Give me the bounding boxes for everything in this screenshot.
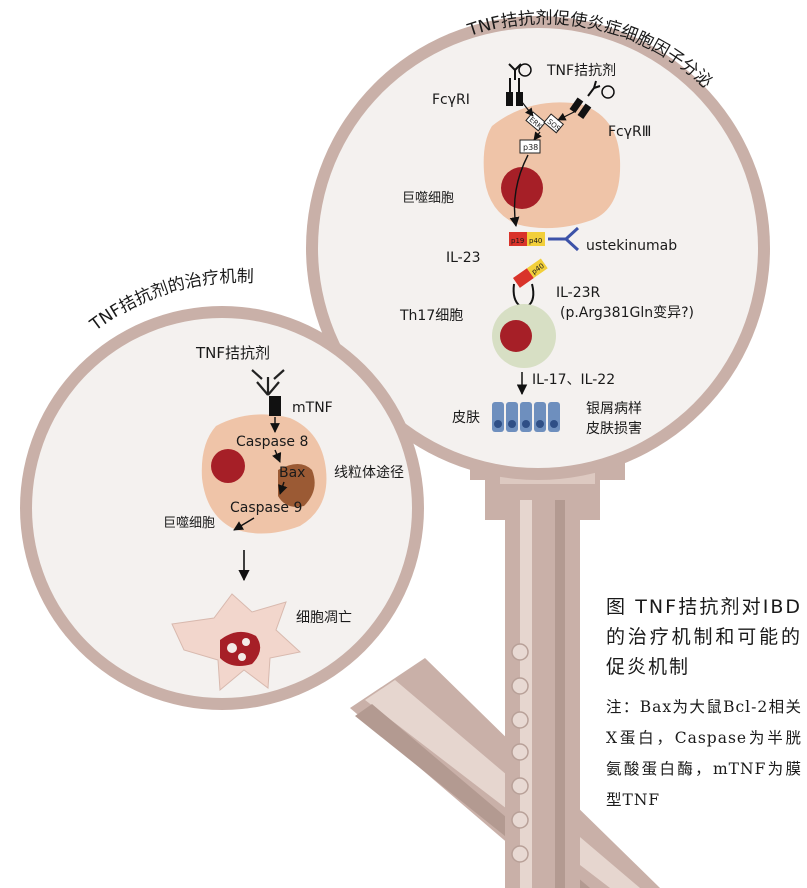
right-circle [318, 28, 758, 468]
bax-label: Bax [279, 465, 305, 481]
stick-beads [511, 643, 529, 863]
mito-pathway-label: 线粒体途径 [334, 464, 404, 481]
il17-il22-label: IL-17、IL-22 [532, 372, 615, 388]
caspase9-label: Caspase 9 [230, 500, 302, 516]
ustekinumab-antibody-icon [548, 226, 580, 252]
fcgr1-receptor-icon [506, 63, 532, 106]
mitochondria [278, 464, 315, 507]
lesion-label-line1: 银屑病样 [586, 401, 642, 417]
mtnf-block [269, 396, 281, 416]
p40-label: p40 [529, 237, 542, 245]
caption-title: 图 TNF拮抗剂对IBD的治疗机制和可能的促炎机制 [606, 596, 802, 678]
fcgr3-label: FcγRⅢ [608, 124, 651, 140]
skin-label: 皮肤 [452, 410, 480, 426]
il23r-label: IL-23R [556, 285, 601, 301]
right-macrophage-label: 巨噬细胞 [402, 191, 454, 206]
skin-cells [492, 402, 560, 432]
th17-nucleus [500, 320, 532, 352]
fcgr3-receptor-icon [569, 80, 615, 120]
ustekinumab-label: ustekinumab [586, 238, 677, 254]
p19-label: p19 [511, 237, 524, 245]
fcgr1-label: FcγRⅠ [432, 92, 470, 108]
left-macrophage-label: 巨噬细胞 [163, 516, 215, 531]
il23r-variant-label: (p.Arg381Gln变异?) [560, 305, 694, 321]
left-agent-label: TNF拮抗剂 [195, 344, 270, 362]
p19-subunit [509, 232, 527, 246]
p40-subunit [527, 232, 545, 246]
fragmented-nucleus [220, 631, 261, 666]
apoptosis-label: 细胞凋亡 [296, 610, 352, 626]
p38-label: p38 [523, 143, 538, 152]
lesion-label-line2: 皮肤损害 [586, 421, 642, 437]
mtnf-label: mTNF [292, 400, 333, 416]
left-nucleus [211, 449, 245, 483]
il23-label: IL-23 [446, 250, 481, 266]
caption-note: 注：Bax为大鼠Bcl-2相关X蛋白，Caspase为半胱氨酸蛋白酶，mTNF为… [606, 698, 802, 809]
antibody-icon [251, 369, 285, 396]
th17-label: Th17细胞 [399, 308, 463, 324]
right-agent-label: TNF拮抗剂 [546, 63, 616, 79]
caspase8-label: Caspase 8 [236, 434, 308, 450]
right-nucleus [501, 167, 543, 209]
right-stick-handle [470, 460, 625, 888]
figure-caption: 图 TNF拮抗剂对IBD的治疗机制和可能的促炎机制 注：Bax为大鼠Bcl-2相… [606, 592, 802, 816]
